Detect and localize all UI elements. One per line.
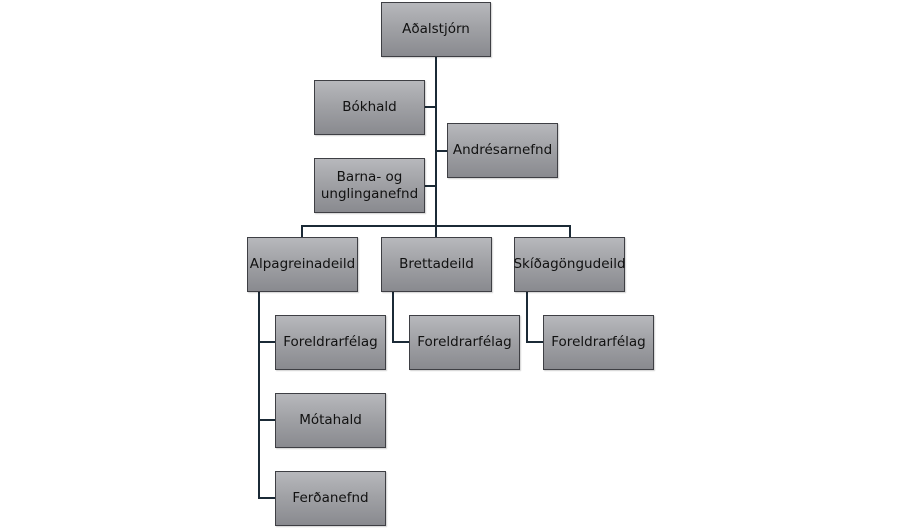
node-staff-andresarnefnd[interactable]: Andrésarnefnd [447,123,558,178]
node-department-alpagreinadeild[interactable]: Alpagreinadeild [247,237,358,292]
node-department-skidagongudeild[interactable]: Skíðagöngudeild [513,237,626,292]
node-skida-foreldrarfelag[interactable]: Foreldrarfélag [543,315,654,370]
node-label: Foreldrarfélag [417,334,512,350]
node-label: Brettadeild [399,256,474,272]
node-label: Bókhald [342,99,397,115]
node-alpa-motahald[interactable]: Mótahald [275,393,386,448]
node-alpa-ferdanefnd[interactable]: Ferðanefnd [275,471,386,526]
node-staff-bokhald[interactable]: Bókhald [314,80,425,135]
node-label: Alpagreinadeild [249,256,356,272]
node-label: Foreldrarfélag [283,334,378,350]
node-bretta-foreldrarfelag[interactable]: Foreldrarfélag [409,315,520,370]
node-label: Aðalstjórn [402,21,470,37]
node-label: Barna- og unglinganefnd [320,168,419,202]
node-label: Foreldrarfélag [551,334,646,350]
node-department-brettadeild[interactable]: Brettadeild [381,237,492,292]
node-label: Mótahald [299,412,362,428]
node-label: Ferðanefnd [292,490,369,506]
node-alpa-foreldrarfelag[interactable]: Foreldrarfélag [275,315,386,370]
node-label: Andrésarnefnd [452,142,553,158]
node-root[interactable]: Aðalstjórn [381,2,491,57]
node-staff-barna-og-unglinganefnd[interactable]: Barna- og unglinganefnd [314,158,425,213]
node-label: Skíðagöngudeild [513,256,626,272]
